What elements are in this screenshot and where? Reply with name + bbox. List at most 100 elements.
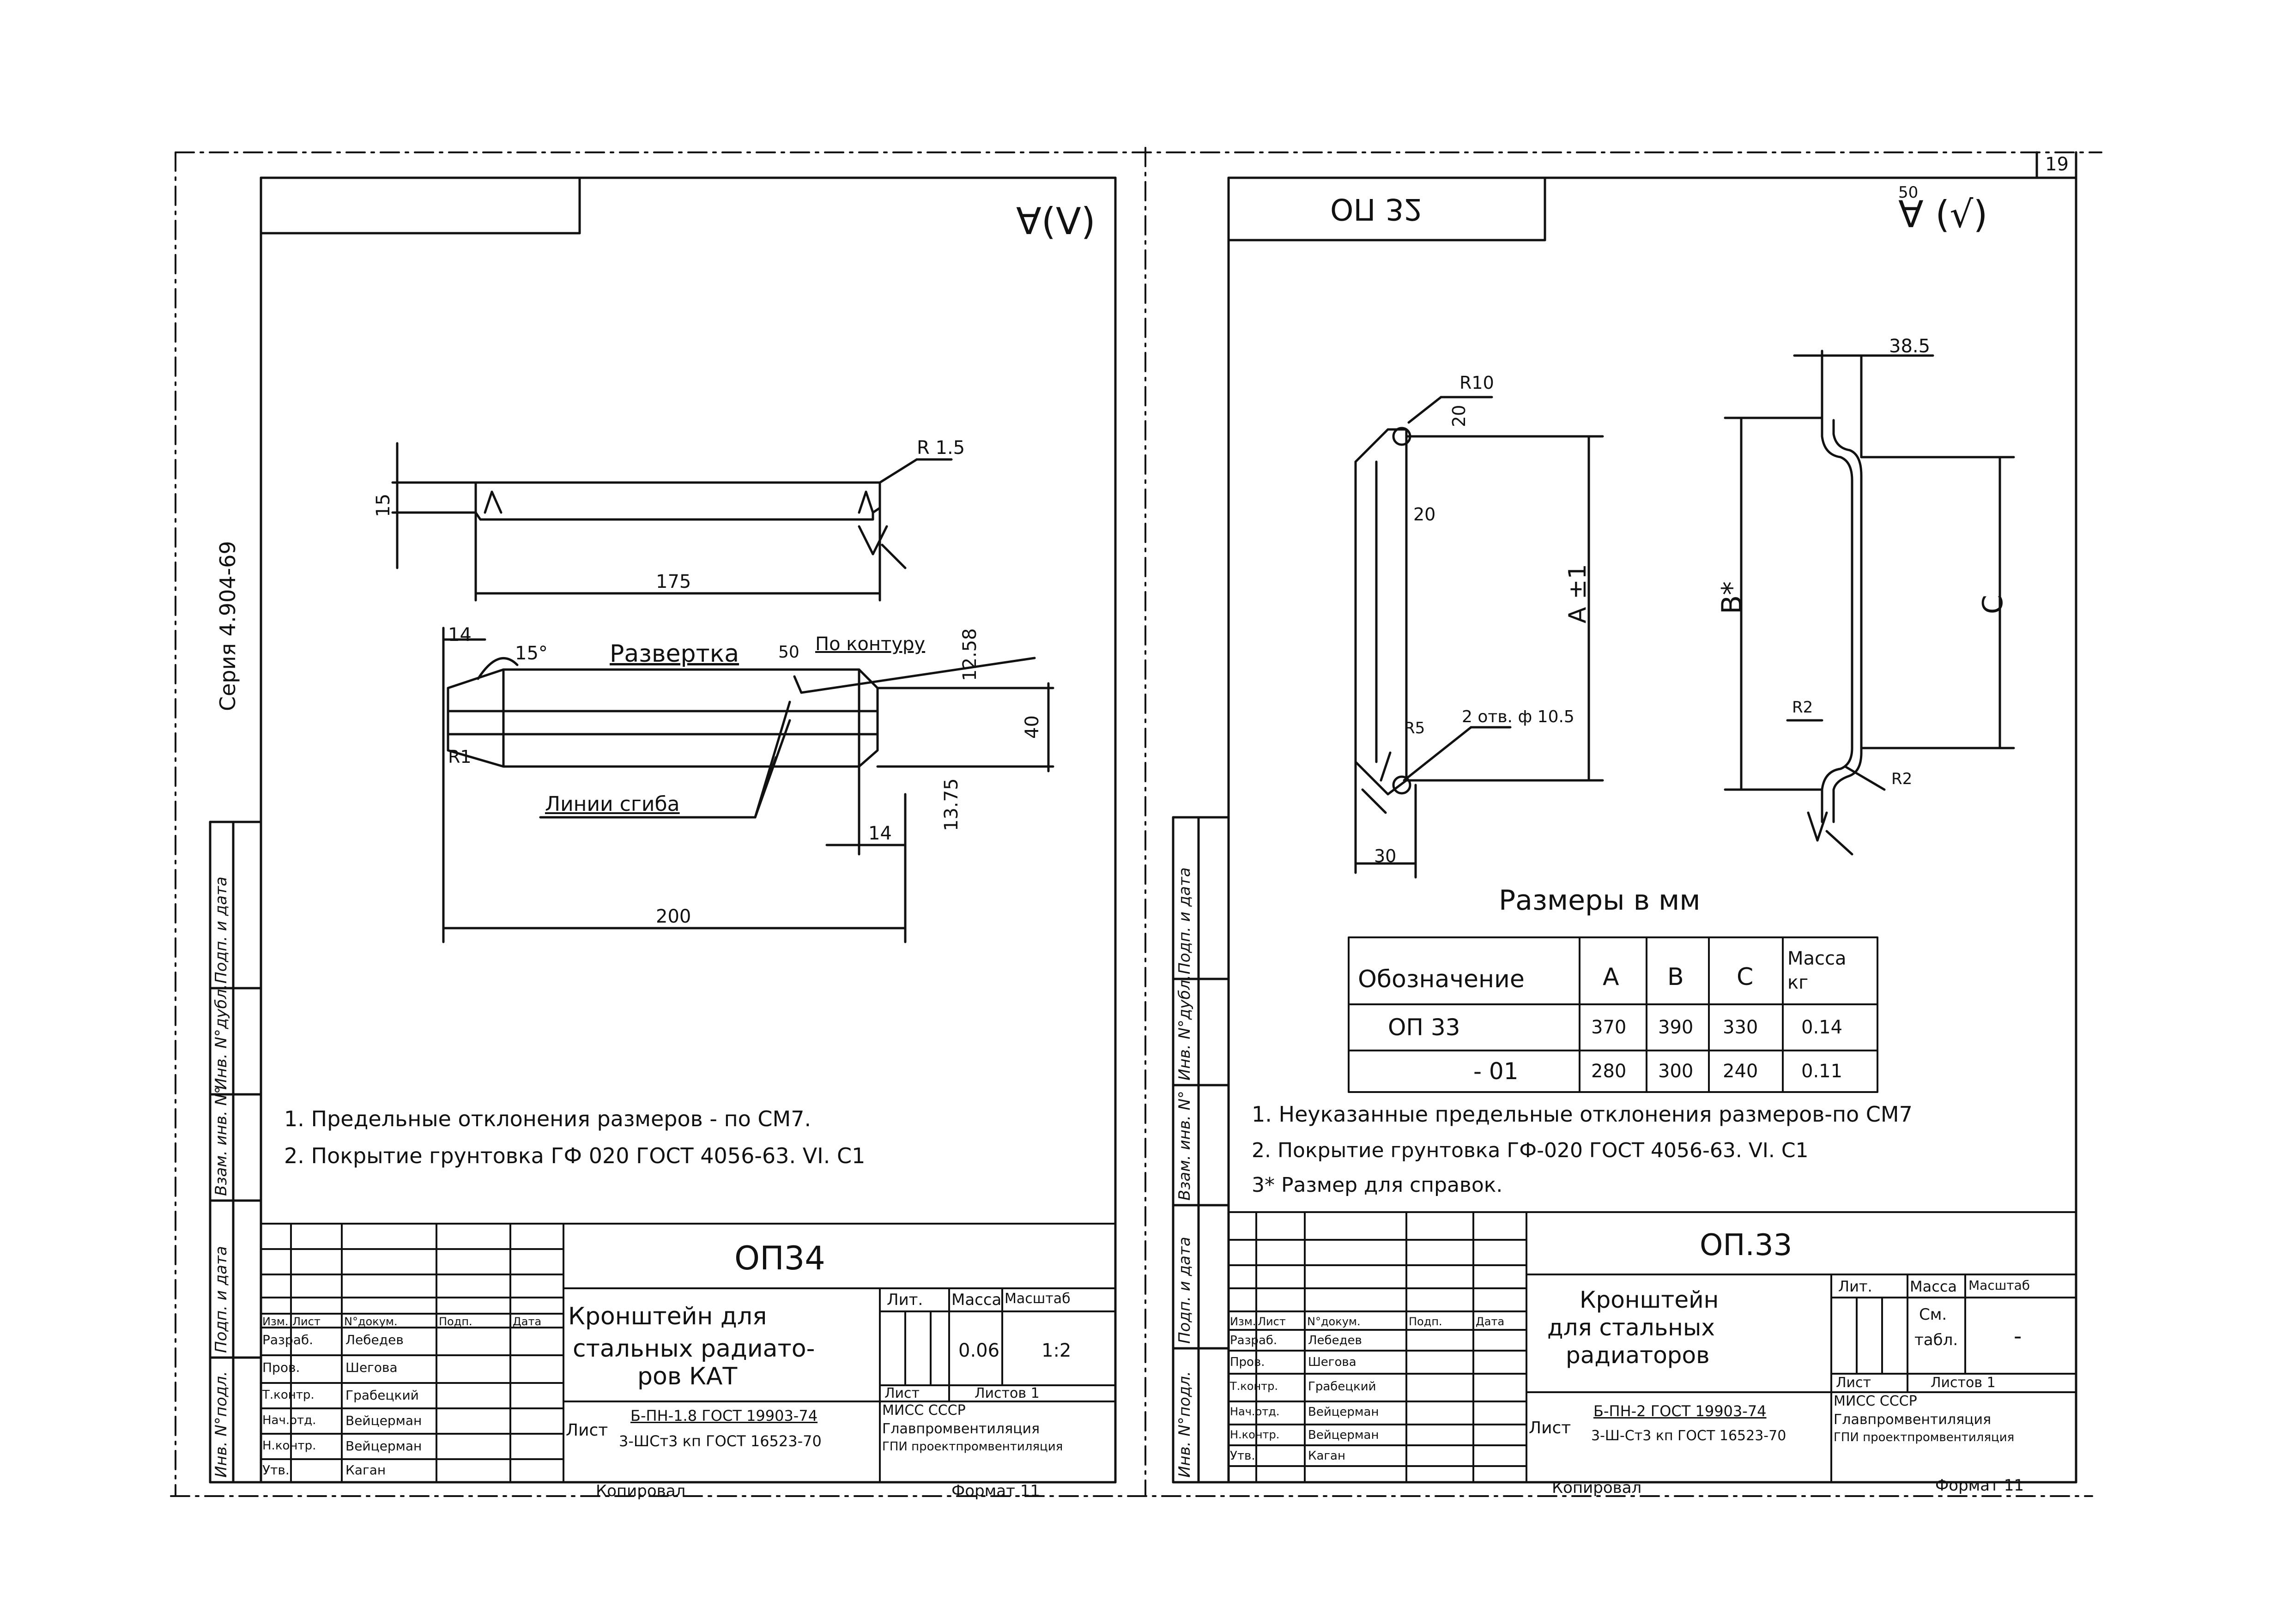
dim-a-pm1: A ±1 — [1564, 564, 1592, 623]
right-hdr-podp: Подп. — [1409, 1315, 1442, 1328]
right-name-3: Грабецкий — [1308, 1380, 1376, 1394]
dim-r2-bottom: R2 — [1891, 770, 1913, 788]
right-role-3: Т.контр. — [1230, 1380, 1278, 1393]
right-role-2: Пров. — [1230, 1355, 1265, 1369]
series-label: Серия 4.904-69 — [215, 541, 240, 711]
sheet-trim-lines — [170, 147, 2102, 1497]
size-table-row1-designation: ОП 33 — [1388, 1014, 1460, 1041]
left-hdr-list: Лист — [292, 1315, 321, 1328]
size-table-row2-b: 300 — [1658, 1061, 1694, 1082]
left-hdr-ndok: N°докум. — [344, 1315, 398, 1328]
left-doc-name-3: ров КАТ — [637, 1363, 738, 1390]
left-doc-name-1: Кронштейн для — [568, 1303, 767, 1330]
dim-r1-5: R 1.5 — [917, 437, 965, 459]
left-role-5: Н.контр. — [262, 1439, 316, 1453]
left-doc-code: ОП34 — [734, 1239, 825, 1277]
left-roughness-mark: ∀(V) — [1016, 200, 1096, 243]
left-role-4: Нач.отд. — [262, 1413, 316, 1427]
size-table-grid — [1348, 936, 1878, 1093]
dim-2-otv: 2 отв. ф 10.5 — [1462, 707, 1574, 726]
right-massa-line1: См. — [1919, 1305, 1947, 1324]
right-masshtab-value: - — [2014, 1323, 2022, 1349]
left-role-3: Т.контр. — [262, 1388, 315, 1402]
right-col-massa: Масса — [1910, 1278, 1957, 1295]
right-role-4: Нач.отд. — [1230, 1405, 1280, 1418]
right-name-5: Вейцерман — [1308, 1428, 1379, 1442]
right-hdr-ndok: N°докум. — [1307, 1315, 1361, 1328]
right-org-1: МИСС СССР — [1834, 1393, 1917, 1409]
size-table-header-b: В — [1667, 963, 1684, 991]
right-stamp-mirrored: ОП 32 — [1330, 192, 1423, 226]
dim-13-75: 13.75 — [941, 778, 962, 831]
left-material-2: 3-ШСт3 кп ГОСТ 16523-70 — [619, 1432, 822, 1450]
right-name-2: Шегова — [1308, 1355, 1356, 1369]
left-note-1: 1. Предельные отклонения размеров - по С… — [284, 1106, 811, 1131]
dim-c: С — [1977, 595, 2009, 614]
left-hdr-podp: Подп. — [439, 1315, 472, 1328]
size-table-header-a: А — [1603, 963, 1619, 991]
razvertka-label: Развертка — [610, 640, 739, 668]
dim-14-bottom: 14 — [868, 823, 892, 844]
size-table-row2-c: 240 — [1723, 1061, 1758, 1082]
right-name-4: Вейцерман — [1308, 1405, 1379, 1419]
left-col-massa: Масса — [951, 1291, 1002, 1309]
dim-20-vert: 20 — [1449, 404, 1469, 427]
left-name-4: Вейцерман — [345, 1413, 422, 1428]
right-material-1: Б-ПН-2 ГОСТ 19903-74 — [1593, 1402, 1767, 1420]
dim-b-star: В* — [1716, 581, 1748, 614]
size-table-row2-mass: 0.11 — [1801, 1061, 1843, 1082]
left-title-grid — [260, 1223, 1116, 1483]
right-format: Формат 11 — [1935, 1476, 2024, 1495]
size-table-row2-designation: - 01 — [1473, 1058, 1519, 1085]
right-doc-name-2: для стальных — [1547, 1314, 1715, 1341]
left-frame — [209, 176, 1117, 1484]
dim-14-top: 14 — [448, 624, 472, 646]
left-masshtab-value: 1:2 — [1042, 1340, 1072, 1361]
size-table-row1-b: 390 — [1658, 1017, 1694, 1038]
right-org-3: ГПИ проектпромвентиляция — [1834, 1431, 2015, 1444]
right-name-6: Каган — [1308, 1449, 1345, 1463]
side-label-inv-dubl-right: Инв. N°дубл. — [1175, 975, 1194, 1081]
left-name-6: Каган — [345, 1462, 386, 1478]
left-doc-name-2: стальных радиато- — [573, 1335, 815, 1363]
right-part-side-view — [1724, 350, 2015, 856]
left-role-1: Разраб. — [262, 1332, 314, 1347]
dim-r2-top: R2 — [1792, 698, 1813, 717]
right-hdr-list: Лист — [1258, 1315, 1286, 1328]
left-material-1: Б-ПН-1.8 ГОСТ 19903-74 — [630, 1407, 818, 1425]
left-col-masshtab: Масштаб — [1005, 1291, 1071, 1307]
right-role-1: Разраб. — [1230, 1334, 1278, 1347]
right-col-lit: Лит. — [1838, 1278, 1872, 1295]
dim-r1: R1 — [448, 747, 472, 767]
left-name-1: Лебедев — [345, 1332, 404, 1347]
left-listov: Листов 1 — [975, 1385, 1040, 1401]
left-list: Лист — [884, 1385, 920, 1401]
left-name-2: Шегова — [345, 1360, 398, 1375]
right-note-2: 2. Покрытие грунтовка ГФ-020 ГОСТ 4056-6… — [1252, 1139, 1809, 1162]
side-label-inv-podl-right: Инв. N°подл. — [1175, 1371, 1194, 1478]
right-frame — [1172, 151, 2077, 1484]
left-kopiroval: Копировал — [596, 1482, 686, 1500]
size-table-header-c: С — [1737, 963, 1754, 991]
left-role-2: Пров. — [262, 1360, 300, 1375]
right-list: Лист — [1836, 1375, 1871, 1391]
left-name-3: Грабецкий — [345, 1388, 419, 1403]
sheet-number: 19 — [2045, 154, 2069, 175]
right-material-label: Лист — [1529, 1419, 1571, 1437]
left-org-2: Главпромвентиляция — [882, 1421, 1040, 1437]
right-doc-code: ОП.33 — [1700, 1228, 1792, 1262]
side-label-vzam-inv: Взам. инв. N° — [212, 1086, 230, 1196]
size-table-header-designation: Обозначение — [1358, 966, 1525, 993]
left-hdr-izm: Изм. — [262, 1315, 289, 1328]
right-listov: Листов 1 — [1931, 1375, 1996, 1391]
left-material-label: Лист — [566, 1421, 608, 1440]
right-col-masshtab: Масштаб — [1968, 1278, 2030, 1293]
side-label-inv-podl: Инв. N°подл. — [212, 1371, 230, 1478]
size-table-row1-mass: 0.14 — [1801, 1017, 1843, 1038]
left-name-5: Вейцерман — [345, 1438, 422, 1454]
dim-38-5: 38.5 — [1889, 336, 1931, 357]
size-table-header-mass: Масса кг — [1787, 948, 1847, 993]
side-label-podp-data-1: Подп. и дата — [212, 876, 230, 984]
dim-20-horiz: 20 — [1413, 504, 1436, 525]
dim-r5: R5 — [1404, 719, 1425, 737]
